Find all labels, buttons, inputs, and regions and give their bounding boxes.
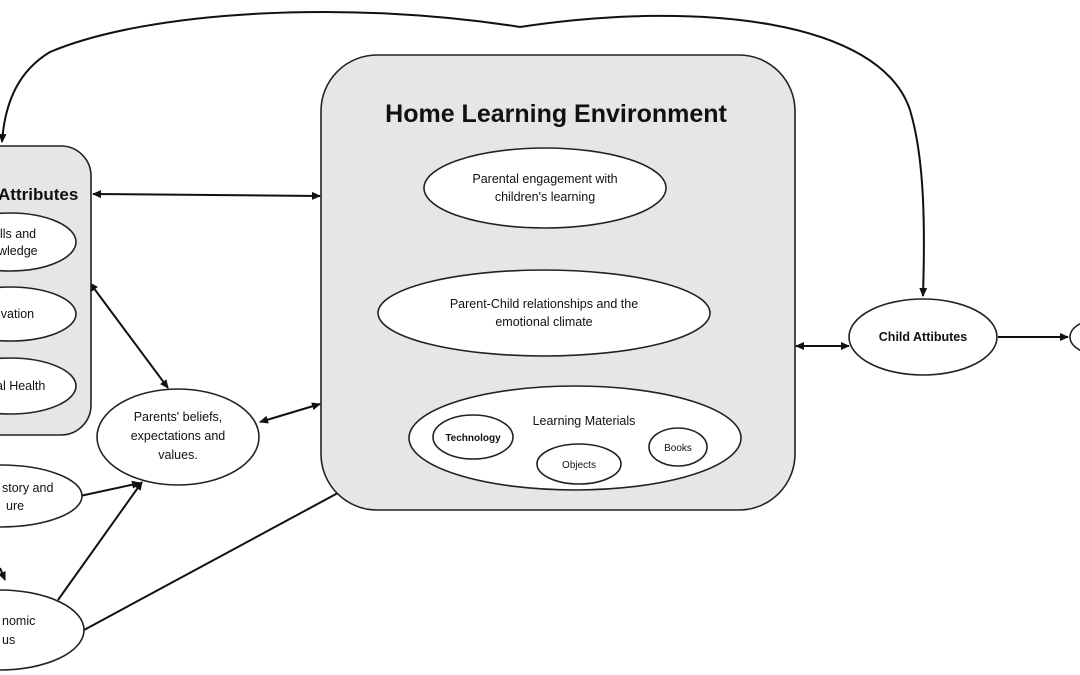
- arrow-top-curve-to-parent-attributes: [0, 10, 521, 143]
- socioeconomic-label-2: us: [2, 633, 15, 647]
- books-ellipse: [648, 427, 708, 467]
- skills-label-2: wledge: [0, 244, 38, 258]
- socioeconomic-label-1: nomic: [2, 614, 35, 628]
- parent-attributes-box: Attributes lls and wledge ivation al Hea…: [0, 145, 92, 436]
- technology-label: Technology: [445, 433, 501, 444]
- parents-beliefs-node: Parents' beliefs, expectations and value…: [96, 388, 260, 486]
- history-label-2: ure: [6, 499, 24, 513]
- parent-child-label-2: emotional climate: [495, 315, 592, 329]
- motivation-label: ivation: [0, 307, 34, 321]
- history-label-1: story and: [2, 481, 53, 495]
- mental-health-label: al Health: [0, 379, 45, 393]
- beliefs-label-3: values.: [158, 448, 198, 462]
- socioeconomic-node: nomic us: [0, 589, 85, 671]
- arrow-top-curve-to-child-attributes: [519, 14, 928, 297]
- connector-arrows: [0, 10, 1069, 631]
- objects-ellipse: [536, 443, 622, 485]
- arrow-socioeconomic-beliefs: [57, 481, 143, 601]
- mental-health-ellipse: [0, 357, 77, 415]
- skills-label-1: lls and: [0, 227, 36, 241]
- motivation-ellipse: [0, 286, 77, 342]
- beliefs-label-1: Parents' beliefs,: [134, 410, 223, 424]
- arrow-socioeconomic-offscreen: [0, 567, 6, 581]
- arrow-parent-attributes-beliefs: [89, 282, 169, 389]
- parent-child-ellipse: [377, 269, 711, 357]
- parent-attributes-title: Attributes: [0, 185, 78, 204]
- learning-materials-ellipse: [408, 385, 742, 491]
- history-culture-node: story and ure: [0, 464, 83, 528]
- parent-child-label-1: Parent-Child relationships and the: [450, 297, 638, 311]
- home-learning-environment-box: Home Learning Environment Parental engag…: [320, 54, 796, 511]
- objects-label: Objects: [562, 460, 596, 471]
- arrow-beliefs-hle: [259, 402, 321, 424]
- skills-ellipse: [0, 212, 77, 272]
- arrow-history-beliefs: [79, 480, 141, 497]
- parental-engagement-label-2: children's learning: [495, 190, 595, 204]
- arrow-parent-attributes-hle: [92, 190, 321, 200]
- parental-engagement-label-1: Parental engagement with: [472, 172, 617, 186]
- outcome-node: [1069, 322, 1080, 352]
- child-attributes-node: Child Attibutes: [848, 298, 998, 376]
- hle-title: Home Learning Environment: [385, 100, 727, 128]
- books-label: Books: [664, 443, 692, 454]
- beliefs-label-2: expectations and: [131, 429, 226, 443]
- parental-engagement-ellipse: [423, 147, 667, 229]
- technology-ellipse: [432, 414, 514, 460]
- child-attributes-label: Child Attibutes: [879, 330, 967, 344]
- learning-materials-label: Learning Materials: [533, 414, 636, 428]
